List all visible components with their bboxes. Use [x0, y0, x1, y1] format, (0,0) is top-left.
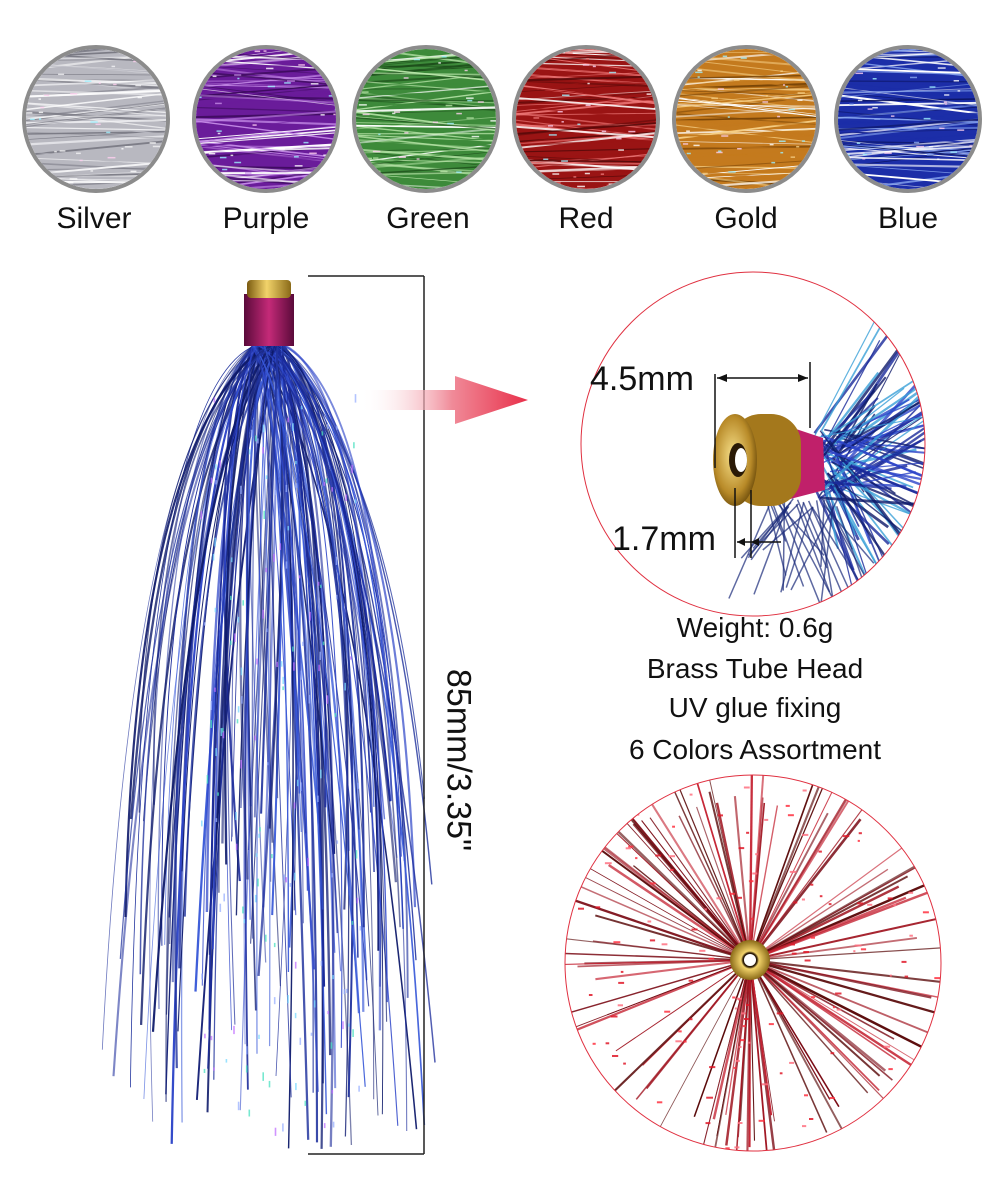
brass-tube-head — [247, 280, 291, 298]
lure-illustration — [101, 280, 436, 1149]
swatch-label-purple: Purple — [222, 202, 310, 235]
spec-weight: Weight: 0.6g — [676, 612, 834, 643]
tube-head-detail-circle — [580, 271, 926, 617]
wrap-thread — [244, 294, 294, 346]
swatch-label-gold: Gold — [714, 202, 778, 235]
arrow-icon — [360, 376, 528, 424]
swatch-green — [352, 45, 500, 193]
length-bracket — [308, 275, 425, 1155]
spec-assortment: 6 Colors Assortment — [628, 734, 882, 765]
swatch-label-red: Red — [558, 202, 614, 235]
swatch-label-green: Green — [386, 202, 470, 235]
swatch-silver — [22, 45, 170, 193]
length-label: 85mm/3.35" — [439, 668, 478, 852]
swatch-gold — [672, 45, 820, 193]
swatch-red — [512, 45, 660, 193]
swatch-label-blue: Blue — [877, 202, 939, 235]
spec-glue: UV glue fixing — [668, 692, 842, 723]
inner-diameter-label: 1.7mm — [612, 520, 716, 558]
lure-strands — [101, 344, 436, 1149]
outer-diameter-label: 4.5mm — [590, 360, 694, 398]
skirt-end-view-circle — [564, 774, 942, 1152]
swatch-blue — [834, 45, 982, 193]
swatch-purple — [192, 45, 340, 193]
swatch-label-silver: Silver — [56, 202, 132, 235]
spec-head: Brass Tube Head — [646, 653, 864, 684]
